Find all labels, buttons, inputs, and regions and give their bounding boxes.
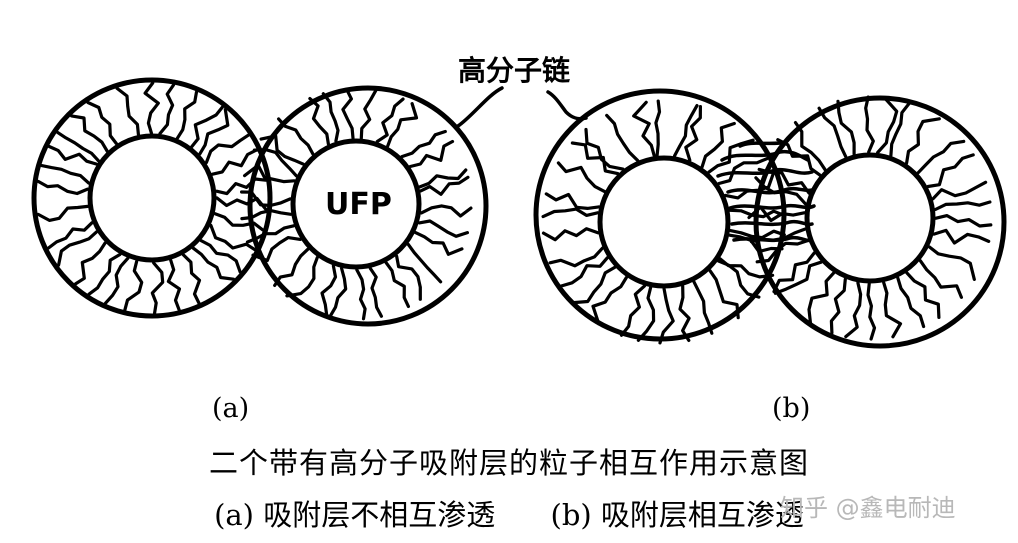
polymer-chain [177, 92, 196, 138]
polymer-chain [543, 209, 598, 217]
panel-a-left-particle [34, 80, 270, 316]
polymer-chain [275, 249, 308, 285]
polymer-chain [546, 194, 598, 209]
polymer-chain [310, 99, 329, 145]
polymer-chain [410, 142, 452, 167]
polymer-chain [361, 91, 375, 139]
polymer-chain [660, 289, 673, 343]
polymer-chain [168, 260, 179, 310]
figure-caption-title: 二个带有高分子吸附层的粒子相互作用示意图 [0, 440, 1018, 482]
polymer-chain-pointer [548, 92, 586, 119]
polymer-chain [152, 263, 162, 313]
polymer-chain [936, 216, 991, 226]
polymer-chain [38, 181, 87, 193]
polymer-chain [868, 284, 875, 339]
polymer-chain [76, 243, 106, 284]
polymer-chain [370, 268, 381, 316]
polymer-chain [846, 283, 861, 337]
polymer-chain [928, 155, 973, 187]
polymer-chain [884, 283, 901, 337]
polymer-chain [831, 279, 845, 333]
polymer-chain [819, 108, 846, 156]
polymer-chain [117, 88, 138, 134]
polymer-chain [287, 258, 317, 296]
polymer-chain [622, 286, 645, 335]
polymer-chain [125, 261, 142, 310]
polymer-chain [593, 278, 626, 324]
polymer-chain [891, 104, 909, 156]
polymer-chain [211, 225, 255, 249]
polymer-chain [42, 166, 89, 184]
polymer-chain [193, 248, 233, 279]
particle-label-ufp: UFP [325, 187, 392, 222]
caption-spacer [504, 498, 541, 532]
polymer-chain [866, 97, 874, 152]
polymer-chain [918, 141, 964, 172]
polymer-chain [343, 89, 353, 138]
polymer-chain [558, 163, 604, 192]
polymer-chain [279, 119, 313, 154]
polymer-chain [38, 206, 87, 220]
polymer-chain [145, 83, 158, 133]
polymer-chain [710, 271, 738, 318]
polymer-chain [607, 115, 638, 160]
polymer-chain [929, 247, 974, 280]
polymer-chain [397, 256, 421, 299]
polymer-chain [421, 177, 468, 194]
panel-b-label: (b) [772, 393, 810, 424]
polymer-chain [419, 221, 467, 236]
polymer-chain [775, 262, 821, 293]
polymer-chain [357, 270, 365, 319]
polymer-chain [544, 229, 598, 240]
polymer-chain [421, 206, 471, 216]
polymer-chain [634, 102, 655, 155]
panel-b-left-particle [536, 91, 785, 343]
polymer-chain [201, 241, 240, 272]
polymer-chain-pointer-left [458, 88, 502, 126]
polymer-chain [402, 132, 445, 157]
polymer-chain [638, 288, 653, 341]
polymer-chain [183, 255, 199, 303]
polymer-chain [206, 135, 248, 162]
polymer-chain [49, 147, 96, 165]
polymer-chain [878, 98, 897, 153]
interpenetration-region [718, 142, 814, 240]
polymer-chain [656, 101, 660, 155]
caption-subtitle-a: (a) 吸附层不相互渗透 [214, 498, 495, 532]
polymer-chain [809, 273, 834, 323]
polymer-chain [550, 248, 602, 266]
polymer-chain-label: 高分子链 [458, 54, 570, 87]
polymer-chain [935, 202, 990, 210]
polymer-chain [88, 103, 117, 144]
polymer-chain [934, 230, 989, 243]
polymer-chain [330, 268, 345, 316]
panel-a-label: (a) [212, 393, 249, 424]
polymer-chain [408, 244, 440, 281]
polymer-chain [160, 85, 174, 134]
polymer-chain [694, 282, 712, 333]
polymer-chain [680, 286, 689, 340]
caption-subtitle-b: (b) 吸附层相互渗透 [551, 498, 804, 532]
zhihu-watermark: 知乎 @鑫电耐迪 [780, 488, 956, 523]
